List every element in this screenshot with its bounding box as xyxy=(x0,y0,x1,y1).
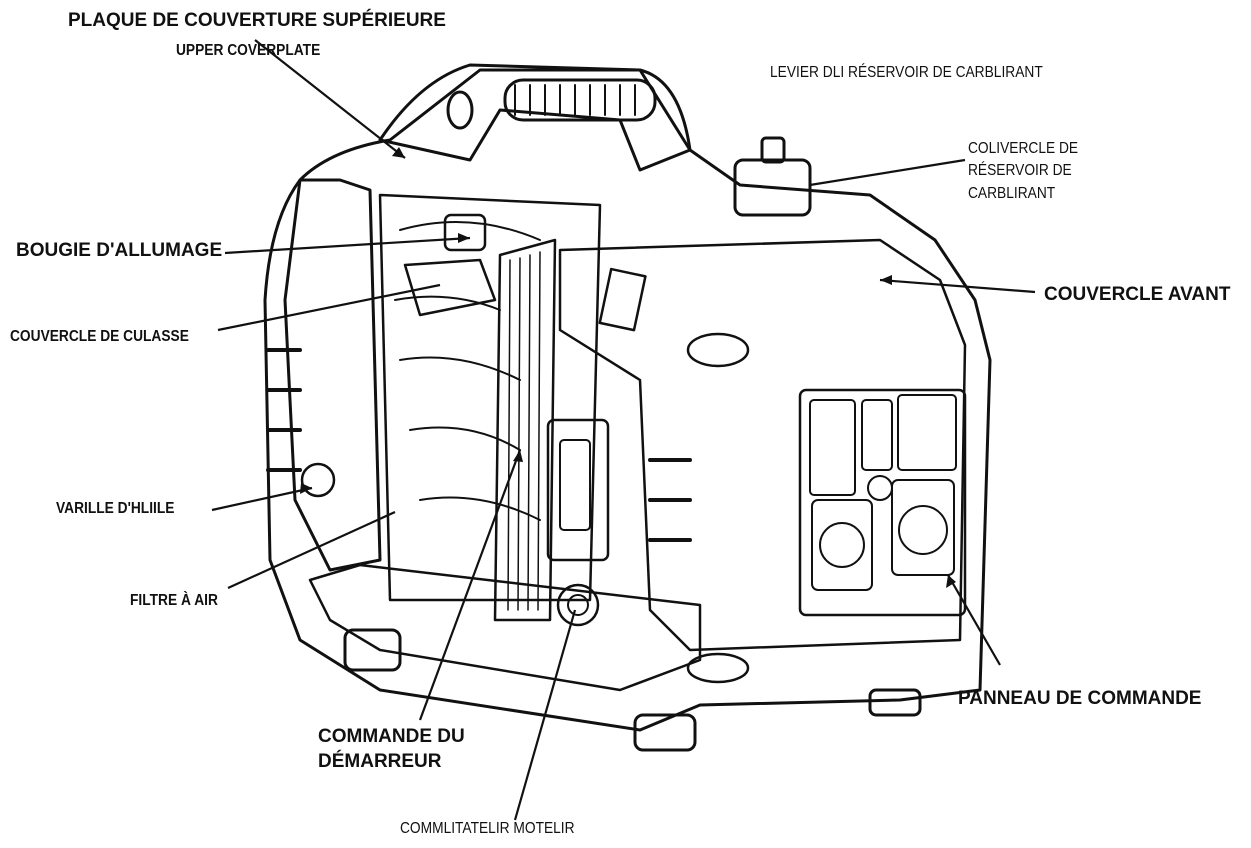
foot-rear xyxy=(868,688,922,717)
label-starter-control-line2: DÉMARREUR xyxy=(318,750,442,772)
left-bars xyxy=(266,348,302,472)
generator-body-outline xyxy=(263,68,992,732)
fuel-cap xyxy=(733,158,812,217)
cylinder-head-part xyxy=(403,258,497,317)
label-fuel-cap: COLIVERCLE DE RÉSERVOIR DE CARBLIRANT xyxy=(968,140,1078,203)
label-starter-control: COMMANDE DU DÉMARREUR xyxy=(318,726,465,773)
label-air-filter: FILTRE À AIR xyxy=(130,592,218,609)
leader-front-cover xyxy=(879,278,1036,294)
label-upper-coverplate-en: UPPER COVERPLATE xyxy=(176,42,321,59)
foot-right xyxy=(633,713,697,752)
label-fuel-cap-line3: CARBLIRANT xyxy=(968,184,1056,202)
label-oil-dipstick: VARILLE D'HLIILE xyxy=(56,500,175,517)
fuel-lever xyxy=(760,136,786,164)
label-cylinder-head-cover: COUVERCLE DE CULASSE xyxy=(10,328,189,345)
front-vent-top xyxy=(686,332,750,368)
front-cover-panel xyxy=(558,238,967,652)
socket-right xyxy=(891,479,955,576)
leader-cylinder-head xyxy=(217,283,441,332)
handle-hole xyxy=(446,90,474,130)
label-fuel-cap-line1: COLIVERCLE DE xyxy=(968,140,1079,157)
leader-starter-control xyxy=(418,449,522,721)
recoil-starter-window xyxy=(546,418,610,562)
leader-air-filter xyxy=(227,510,396,590)
leader-control-panel xyxy=(947,574,1001,666)
carry-handle xyxy=(378,63,692,172)
socket-left xyxy=(811,499,873,591)
leader-spark-plug xyxy=(224,236,471,255)
oil-dipstick-part xyxy=(300,462,336,498)
spark-plug-part xyxy=(443,213,487,252)
front-vent-bottom xyxy=(686,652,750,684)
control-panel-part xyxy=(798,388,967,617)
base-frame xyxy=(308,563,702,692)
foot-left xyxy=(343,628,402,672)
label-control-panel: PANNEAU DE COMMANDE xyxy=(958,688,1202,709)
label-front-cover: COUVERCLE AVANT xyxy=(1044,284,1231,305)
label-spark-plug: BOUGIE D'ALLUMAGE xyxy=(16,240,223,261)
front-badge xyxy=(598,267,647,332)
left-frame xyxy=(283,178,382,572)
leader-upper-coverplate xyxy=(254,39,406,159)
engine-switch-part xyxy=(556,583,600,627)
label-fuel-tank-lever: LEVIER DLI RÉSERVOIR DE CARBLIRANT xyxy=(770,64,1043,81)
leader-oil-dipstick xyxy=(211,486,313,512)
cooling-fins xyxy=(493,238,557,622)
label-starter-control-line1: COMMANDE DU xyxy=(318,726,465,747)
engine-area xyxy=(378,193,602,602)
leader-fuel-cap xyxy=(809,158,966,187)
label-upper-coverplate-fr: PLAQUE DE COUVERTURE SUPÉRIEURE xyxy=(68,10,446,31)
label-engine-switch: COMMLITATELIR MOTELIR xyxy=(400,820,575,837)
leader-engine-switch xyxy=(513,609,577,821)
label-fuel-cap-line2: RÉSERVOIR DE xyxy=(968,162,1072,180)
handle-grip xyxy=(503,78,657,122)
